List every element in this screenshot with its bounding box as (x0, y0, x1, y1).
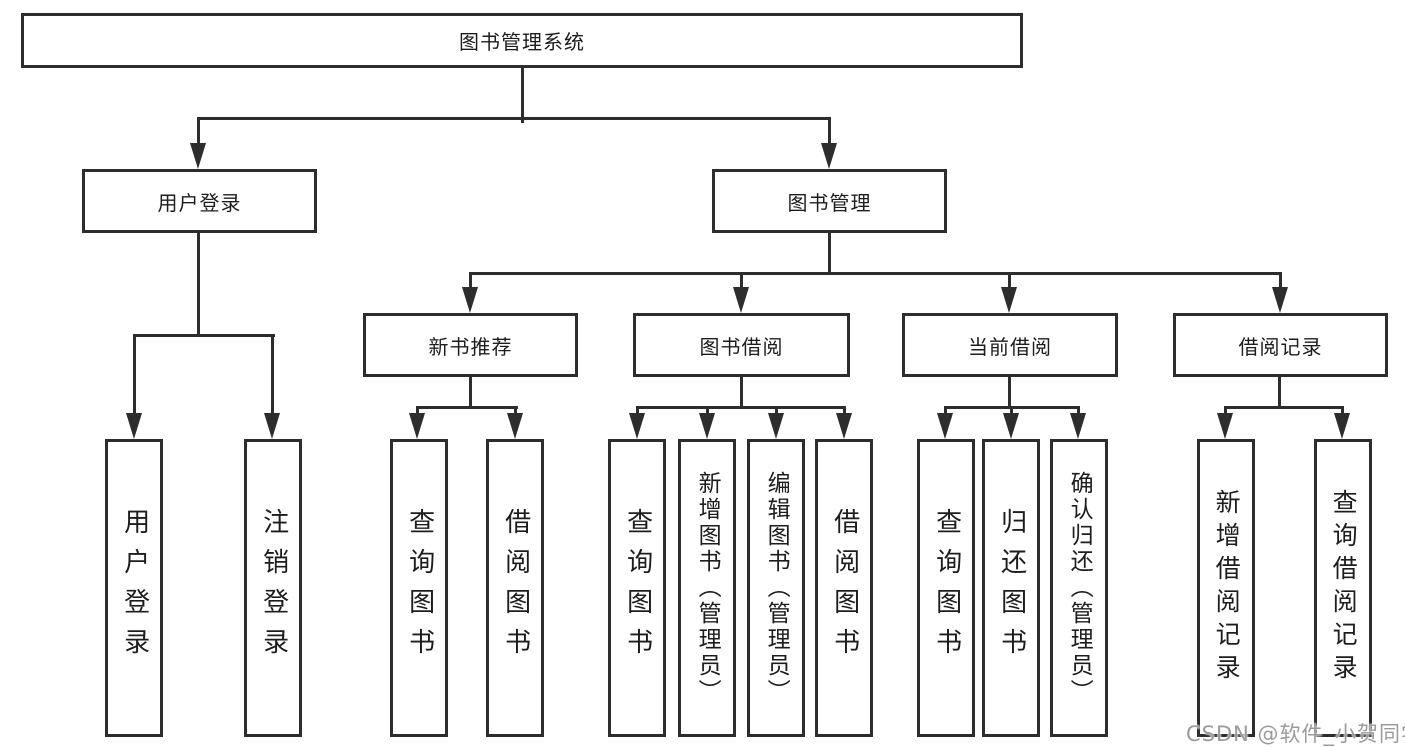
connector-stem-book-management (828, 117, 831, 147)
node-book-borrowing: 图书借阅 (633, 313, 850, 377)
leaf-add-borrow-record: 新增借阅记录 (1197, 439, 1255, 737)
leaf-borrow-books-recommend: 借阅图书 (486, 439, 544, 737)
node-label: 图书管理 (787, 190, 872, 215)
node-new-book-recommendation: 新书推荐 (363, 313, 578, 377)
node-user-login-branch: 用户登录 (82, 169, 317, 233)
leaf-return-books: 归还图书 (982, 439, 1040, 737)
leaf-label: 编辑图书（管理员） (763, 471, 790, 705)
connector-bookbranch-rail (469, 272, 1282, 275)
leaf-borrow-books-borrowing: 借阅图书 (815, 439, 873, 737)
arrowhead-records (1272, 287, 1288, 313)
connector-stem (944, 406, 947, 418)
leaf-label: 查询图书 (931, 508, 962, 668)
arrowhead (1334, 413, 1350, 439)
connector-stem (636, 406, 639, 418)
arrowhead (629, 413, 645, 439)
leaf-user-login: 用户登录 (105, 439, 163, 737)
connector-stem (416, 406, 419, 418)
node-library-management-system: 图书管理系统 (21, 13, 1023, 68)
arrowhead (1003, 413, 1019, 439)
leaf-label: 新增借阅记录 (1212, 489, 1242, 687)
node-book-management-branch: 图书管理 (712, 169, 947, 233)
connector-stem-leaf-login (133, 334, 136, 416)
leaf-label: 借阅图书 (829, 508, 860, 668)
leaf-add-books-admin: 新增图书（管理员） (678, 439, 736, 737)
leaf-logout: 注销登录 (244, 439, 302, 737)
leaf-edit-books-admin: 编辑图书（管理员） (747, 439, 805, 737)
node-label: 用户登录 (157, 190, 242, 215)
connector-borrowing-stem (740, 377, 743, 409)
leaf-query-books-borrowing: 查询图书 (608, 439, 666, 737)
leaf-query-books-recommend: 查询图书 (390, 439, 448, 737)
connector-stem (1341, 406, 1344, 418)
connector-stem-user-login (197, 117, 200, 147)
arrowhead-leaf-login (126, 413, 142, 439)
arrowhead-book-management (821, 143, 837, 169)
arrowhead (937, 413, 953, 439)
leaf-label: 归还图书 (996, 508, 1027, 668)
node-label: 新书推荐 (428, 334, 513, 359)
connector-recommend-stem (469, 377, 472, 409)
node-label: 借阅记录 (1238, 334, 1323, 359)
connector-stem-current (1008, 272, 1011, 290)
csdn-watermark: CSDN @软件_小贺同学 (1186, 722, 1405, 746)
leaf-query-books-current: 查询图书 (917, 439, 975, 737)
arrowhead-current (1001, 287, 1017, 313)
connector-borrowing-rail (636, 406, 846, 409)
leaf-label: 新增图书（管理员） (694, 471, 721, 705)
arrowhead (1070, 413, 1086, 439)
connector-stem (706, 406, 709, 418)
leaf-label: 查询图书 (404, 508, 435, 668)
connector-stem (1010, 406, 1013, 418)
connector-stem (1224, 406, 1227, 418)
connector-stem (775, 406, 778, 418)
connector-records-stem (1278, 377, 1281, 409)
arrowhead (507, 413, 523, 439)
arrowhead (836, 413, 852, 439)
node-label: 图书管理系统 (459, 30, 585, 54)
arrowhead (768, 413, 784, 439)
leaf-label: 查询图书 (622, 508, 653, 668)
arrowhead (699, 413, 715, 439)
leaf-query-borrow-record: 查询借阅记录 (1314, 439, 1372, 737)
arrowhead (409, 413, 425, 439)
connector-stem (514, 406, 517, 418)
arrowhead-recommend (462, 287, 478, 313)
connector-root-rail (197, 117, 831, 120)
connector-recommend-rail (416, 406, 518, 409)
connector-stem-recommend (469, 272, 472, 290)
connector-stem (1077, 406, 1080, 418)
arrowhead (1217, 413, 1233, 439)
leaf-label: 注销登录 (258, 508, 289, 668)
leaf-label: 用户登录 (119, 508, 150, 668)
connector-userbranch-stem (197, 233, 200, 337)
arrowhead-user-login (190, 143, 206, 169)
node-borrowing-records: 借阅记录 (1173, 313, 1388, 377)
leaf-label: 查询借阅记录 (1329, 489, 1359, 687)
leaf-label: 借阅图书 (500, 508, 531, 668)
node-label: 图书借阅 (699, 334, 784, 359)
arrowhead-borrowing (733, 287, 749, 313)
leaf-confirm-return-admin: 确认归还（管理员） (1050, 439, 1108, 737)
connector-userbranch-rail (133, 334, 275, 337)
arrowhead-leaf-logout (264, 413, 280, 439)
connector-stem-leaf-logout (271, 334, 274, 416)
connector-current-stem (1008, 377, 1011, 409)
connector-root-stem (521, 68, 524, 123)
node-current-borrowing: 当前借阅 (902, 313, 1118, 377)
node-label: 当前借阅 (968, 334, 1052, 359)
connector-bookbranch-stem (828, 233, 831, 275)
connector-records-rail (1224, 406, 1344, 409)
connector-stem-borrowing (740, 272, 743, 290)
connector-stem (843, 406, 846, 418)
leaf-label: 确认归还（管理员） (1066, 471, 1093, 705)
connector-stem-records (1279, 272, 1282, 290)
